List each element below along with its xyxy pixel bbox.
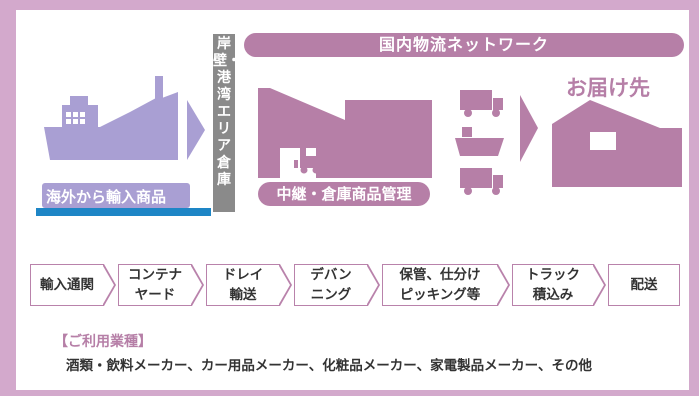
process-step: 輸入通関 [30, 264, 116, 306]
truck-icon [460, 90, 503, 117]
chevron-right-icon [496, 264, 510, 306]
ship-icon [44, 76, 178, 160]
industries-heading: 【ご利用業種】 [54, 334, 152, 350]
chevron-right-icon [278, 264, 292, 306]
industries-text: 酒類・飲料メーカー、カー用品メーカー、化粧品メーカー、家電製品メーカー、その他 [66, 358, 592, 374]
step-label: コンテナ ヤード [118, 264, 192, 306]
import-label-box [42, 183, 190, 208]
quay-column [213, 34, 235, 212]
process-step: 配送 [608, 264, 680, 306]
process-step: デバン ニング [294, 264, 380, 306]
network-banner: 国内物流ネットワーク [244, 33, 684, 57]
forklift-icon [294, 148, 320, 174]
cargo-ship-icon [455, 127, 504, 156]
process-step: ドレイ 輸送 [206, 264, 292, 306]
arrow-right-icon [187, 100, 205, 160]
import-underline-bar [36, 208, 211, 216]
process-step: コンテナ ヤード [118, 264, 204, 306]
warehouse-icon [258, 88, 432, 178]
chevron-right-icon [592, 264, 606, 306]
step-label: トラック 積込み [512, 264, 594, 306]
step-label: 配送 [608, 264, 680, 306]
process-step: 保管、仕分け ピッキング等 [382, 264, 510, 306]
delivery-label: お届け先 [566, 76, 650, 100]
chevron-right-icon [190, 264, 204, 306]
step-label: 輸入通関 [30, 264, 104, 306]
step-label: デバン ニング [294, 264, 368, 306]
import-label: 海外から輸入商品 [46, 188, 167, 206]
step-label: ドレイ 輸送 [206, 264, 280, 306]
relay-banner: 中継・倉庫商品管理 [258, 182, 430, 206]
warehouse-icon [552, 100, 682, 187]
process-step: トラック 積込み [512, 264, 606, 306]
step-label: 保管、仕分け ピッキング等 [382, 264, 498, 306]
quay-label: 岸壁・港湾エリア倉庫 [213, 36, 241, 188]
arrow-right-icon [520, 95, 538, 162]
chevron-right-icon [102, 264, 116, 306]
truck-icon [460, 168, 503, 195]
chevron-right-icon [366, 264, 380, 306]
